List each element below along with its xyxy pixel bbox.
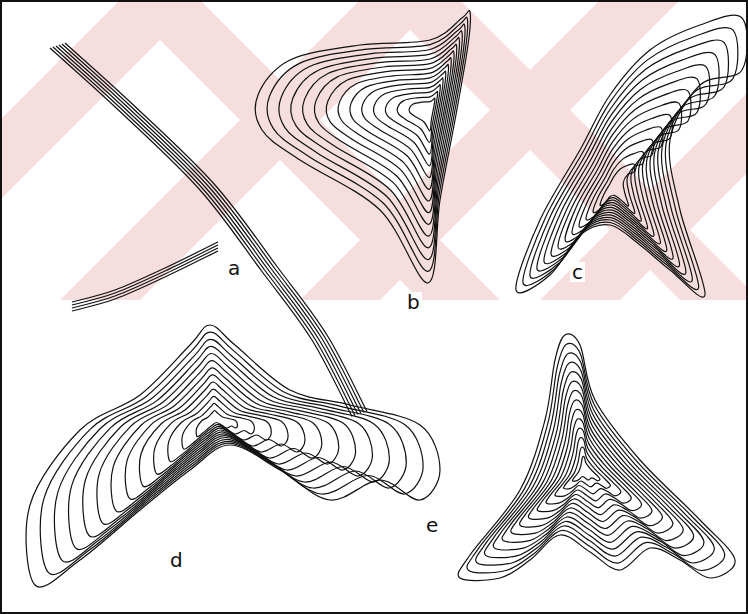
fold-contour — [409, 98, 435, 131]
fold-contour — [279, 24, 465, 260]
fold-contour — [314, 44, 456, 224]
fold-contour — [528, 409, 652, 519]
fold-contour — [458, 334, 735, 581]
panel-label: d — [168, 550, 185, 570]
panel-label: b — [405, 292, 422, 312]
fold-contour — [558, 89, 691, 251]
fold-contour — [338, 58, 451, 201]
fold-contour — [493, 372, 693, 550]
fold-contour — [83, 354, 373, 538]
fold-contour — [154, 389, 288, 474]
fold-contour — [168, 396, 272, 462]
fold-contour — [111, 368, 339, 512]
fold-contour — [467, 343, 725, 573]
fold-contour — [600, 164, 635, 206]
fold-contour — [565, 102, 682, 244]
fold-contour — [54, 339, 406, 562]
fold-contour — [267, 17, 468, 271]
fold-contour — [579, 127, 663, 229]
fold-contour — [97, 361, 356, 525]
fold-contour — [516, 15, 747, 297]
fold-contour — [291, 31, 462, 248]
fold-band — [50, 48, 352, 417]
fold-contour — [555, 438, 621, 497]
panel-label: a — [226, 258, 242, 278]
panel-label: e — [424, 515, 440, 535]
fold-contour — [182, 403, 254, 449]
fold-contour — [139, 382, 305, 487]
fold-band — [72, 245, 218, 305]
fold-contour — [374, 78, 444, 166]
fold-contour — [26, 325, 440, 587]
fold-contour — [520, 400, 663, 527]
fold-contour — [546, 428, 631, 504]
fold-contour — [572, 114, 672, 236]
fold-contour — [537, 419, 641, 512]
fold-contour — [196, 411, 237, 437]
fold-contour — [537, 52, 719, 274]
fold-contour — [544, 65, 710, 267]
fold-band — [72, 242, 218, 302]
fold-contour — [397, 91, 437, 142]
fold-contour — [563, 447, 610, 489]
fold-contour — [530, 40, 729, 282]
fold-contour — [511, 390, 673, 534]
fold-contour — [303, 37, 460, 236]
fold-contour — [593, 151, 644, 213]
fold-contour — [255, 10, 470, 283]
fold-contour — [40, 332, 423, 575]
fold-band — [62, 44, 364, 413]
fold-contour — [350, 64, 449, 189]
fold-contour — [523, 28, 738, 290]
fold-contour — [484, 362, 703, 557]
fold-band — [65, 43, 367, 412]
fold-contours — [26, 10, 747, 587]
fold-contour — [385, 85, 440, 155]
fold-contour — [572, 456, 600, 481]
fold-band — [72, 248, 218, 308]
fold-contour — [551, 77, 700, 259]
fold-contour — [69, 346, 390, 549]
fold-contour — [476, 353, 715, 565]
fold-contour — [586, 139, 653, 221]
fold-contour — [326, 51, 454, 213]
fold-contour — [362, 71, 446, 178]
fold-contour — [125, 375, 322, 500]
panel-label: c — [570, 262, 585, 282]
fold-contour — [502, 381, 683, 542]
fold-band — [56, 46, 358, 415]
watermark-stripes — [0, 0, 748, 300]
fold-band — [72, 251, 218, 311]
